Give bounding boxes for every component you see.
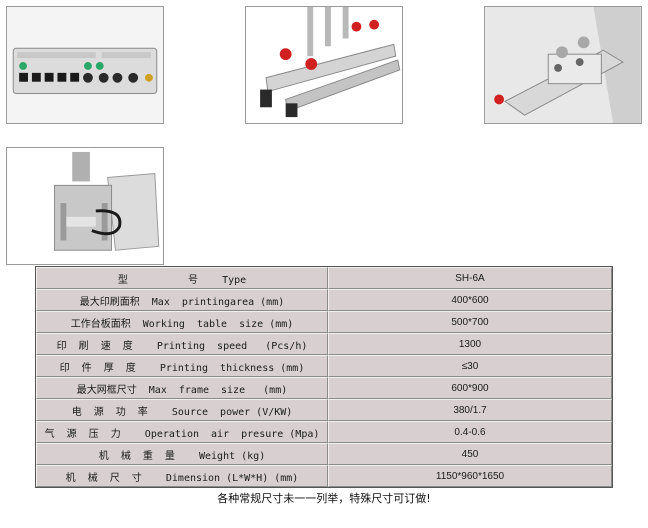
print-head-photo <box>6 147 164 265</box>
spec-value: SH-6A <box>328 267 612 289</box>
spec-value: 1150*960*1650 <box>328 465 612 487</box>
spec-row: 气 源 压 力 Operation air presure (Mpa)0.4-0… <box>36 421 612 443</box>
spec-value: 0.4-0.6 <box>328 421 612 443</box>
spec-value: ≤30 <box>328 355 612 377</box>
spec-label: 电 源 功 率 Source power (V/KW) <box>36 399 328 421</box>
spec-label: 型 号 Type <box>36 267 328 289</box>
spec-value: 450 <box>328 443 612 465</box>
spec-label: 气 源 压 力 Operation air presure (Mpa) <box>36 421 328 443</box>
spec-row: 最大网框尺寸 Max frame size (mm)600*900 <box>36 377 612 399</box>
spec-row: 电 源 功 率 Source power (V/KW)380/1.7 <box>36 399 612 421</box>
control-panel-image <box>7 7 163 123</box>
control-panel-photo <box>6 6 164 124</box>
spec-label: 印 刷 速 度 Printing speed (Pcs/h) <box>36 333 328 355</box>
spec-value: 380/1.7 <box>328 399 612 421</box>
spec-value: 500*700 <box>328 311 612 333</box>
spec-label: 机 械 重 量 Weight (kg) <box>36 443 328 465</box>
spec-row: 印 刷 速 度 Printing speed (Pcs/h)1300 <box>36 333 612 355</box>
spec-value: 400*600 <box>328 289 612 311</box>
spec-row: 机 械 尺 寸 Dimension (L*W*H) (mm)1150*960*1… <box>36 465 612 487</box>
cylinder-rails-photo <box>245 6 403 124</box>
spec-row: 机 械 重 量 Weight (kg)450 <box>36 443 612 465</box>
spec-row: 最大印刷面积 Max printingarea (mm)400*600 <box>36 289 612 311</box>
spec-label: 最大印刷面积 Max printingarea (mm) <box>36 289 328 311</box>
footnote: 各种常规尺寸未一一列举，特殊尺寸可订做! <box>217 492 431 505</box>
spec-row: 工作台板面积 Working table size (mm)500*700 <box>36 311 612 333</box>
spec-value: 600*900 <box>328 377 612 399</box>
print-head-image <box>7 148 163 264</box>
frame-clamp-image <box>485 7 641 123</box>
spec-row: 印 件 厚 度 Printing thickness (mm)≤30 <box>36 355 612 377</box>
spec-label: 机 械 尺 寸 Dimension (L*W*H) (mm) <box>36 465 328 487</box>
frame-clamp-photo <box>484 6 642 124</box>
spec-value: 1300 <box>328 333 612 355</box>
spec-label: 最大网框尺寸 Max frame size (mm) <box>36 377 328 399</box>
spec-label: 印 件 厚 度 Printing thickness (mm) <box>36 355 328 377</box>
cylinder-rails-image <box>246 7 402 123</box>
spec-label: 工作台板面积 Working table size (mm) <box>36 311 328 333</box>
